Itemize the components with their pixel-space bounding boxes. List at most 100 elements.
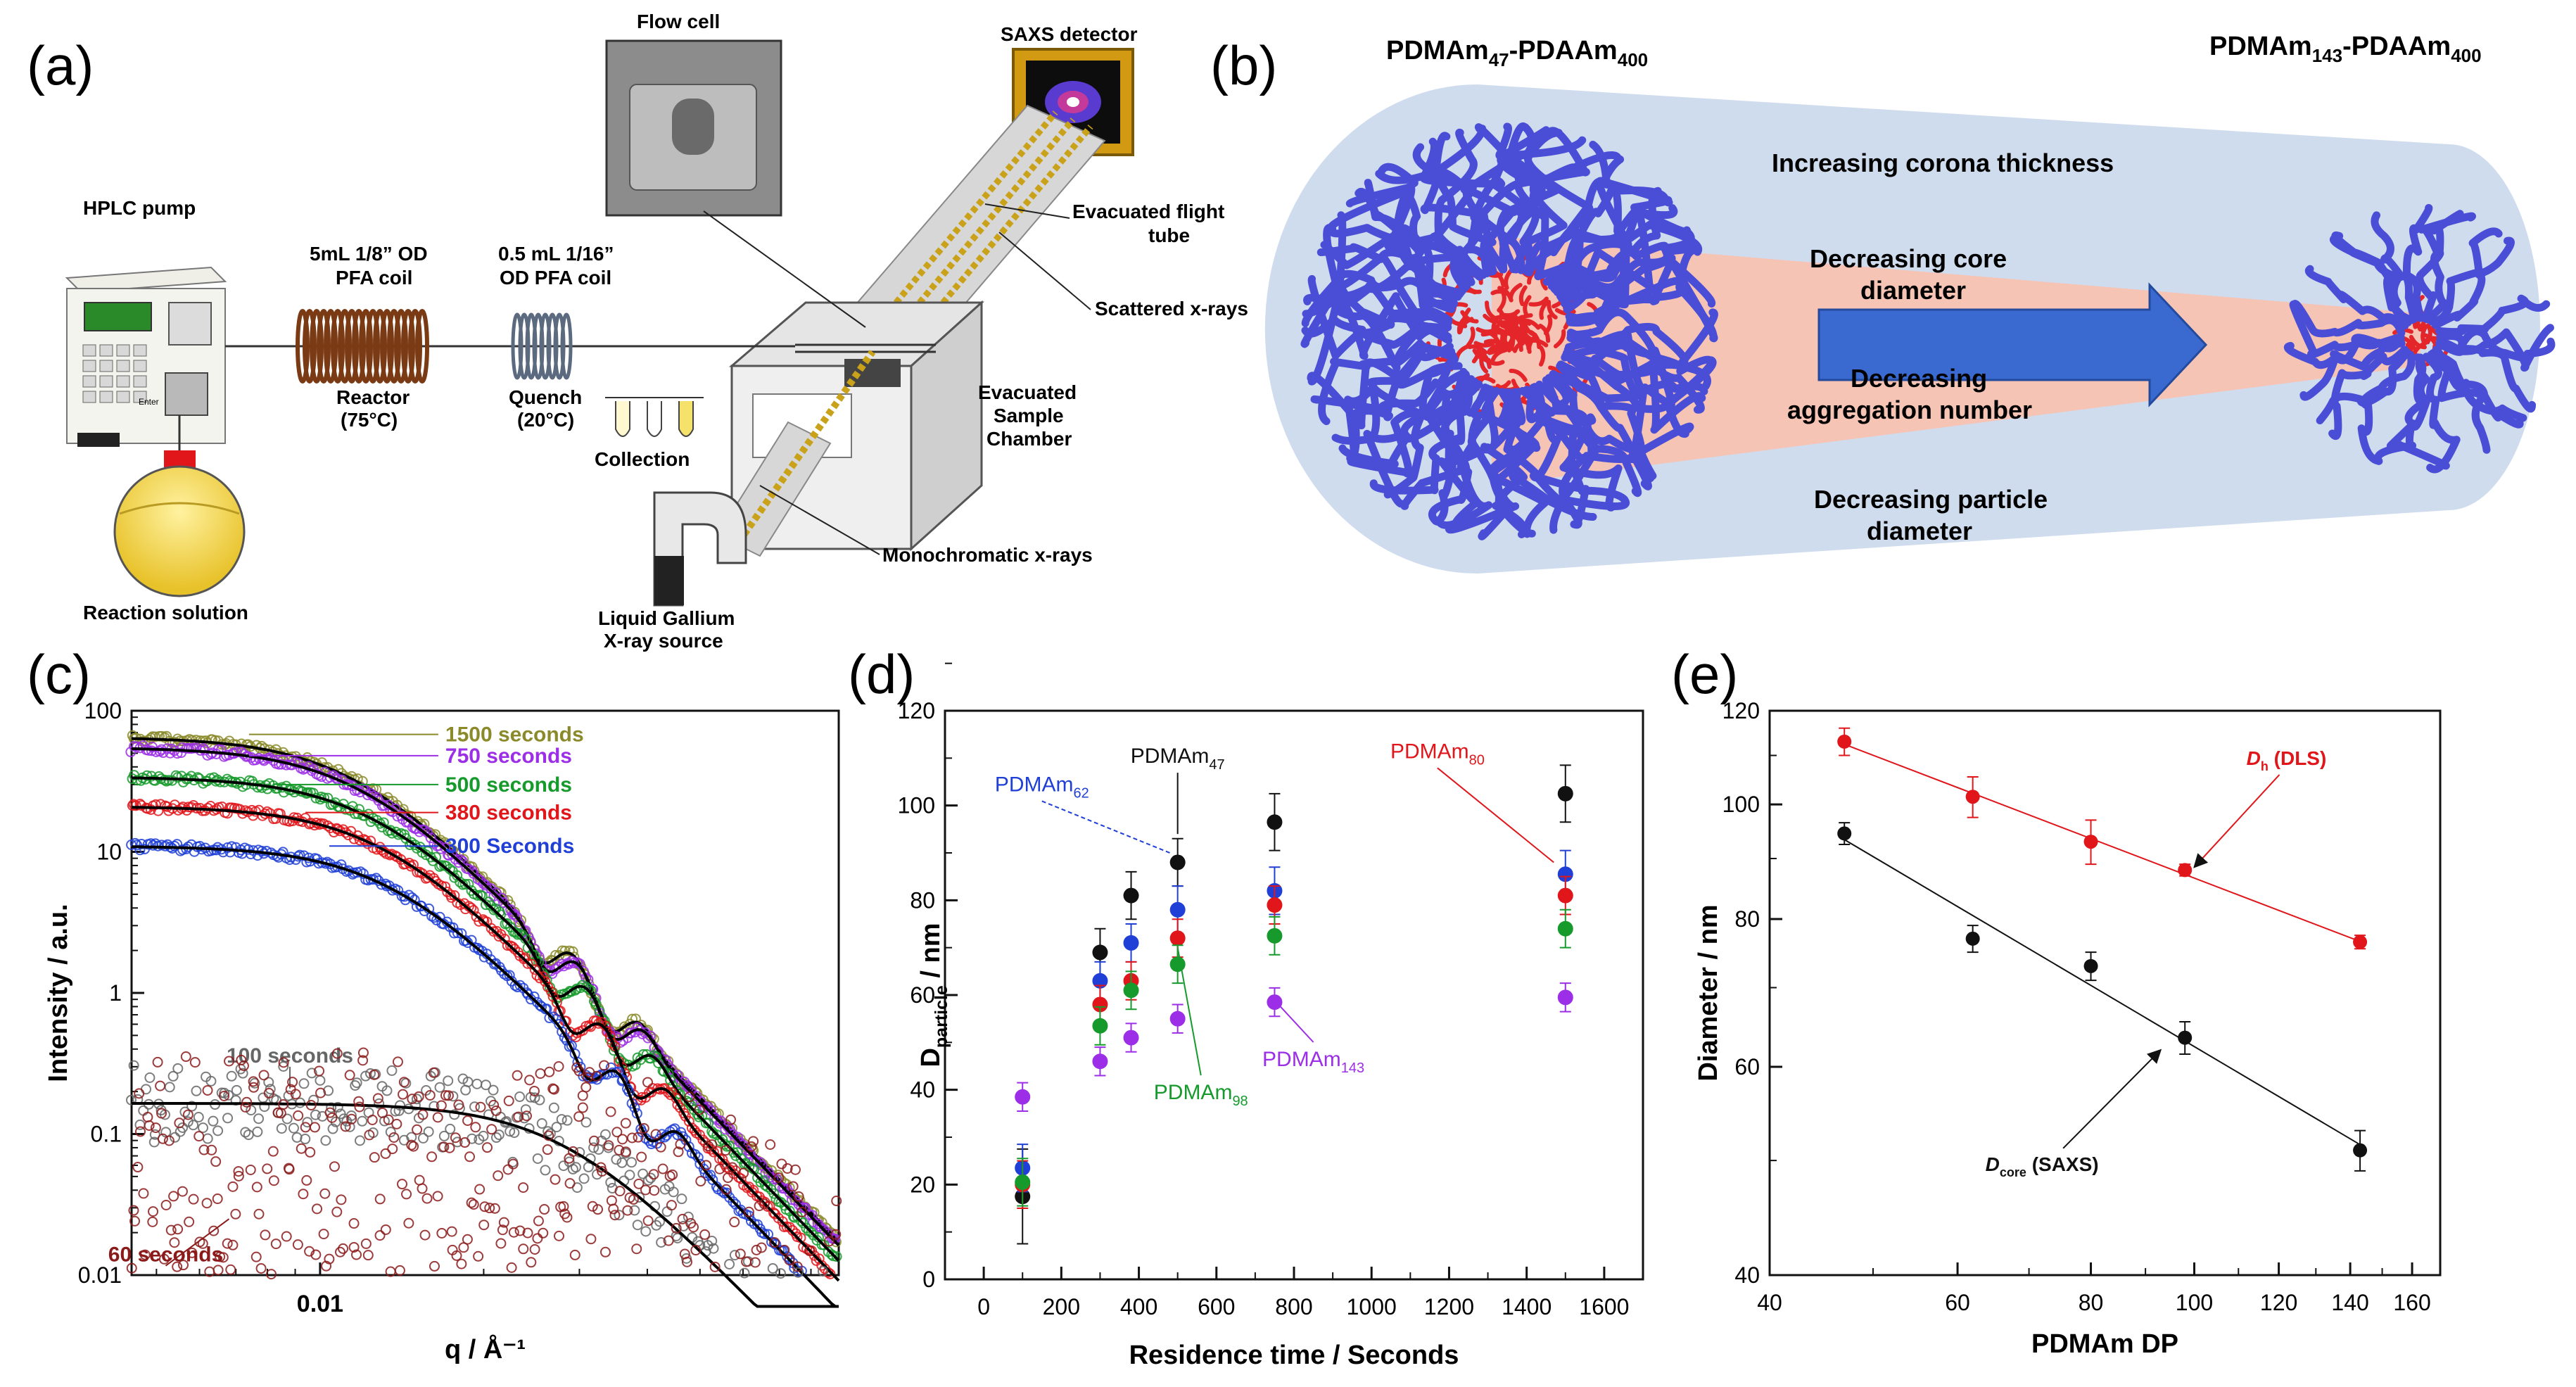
corona-chain xyxy=(2386,353,2450,470)
data-point xyxy=(374,1098,385,1109)
data-point xyxy=(262,783,273,794)
data-point xyxy=(1557,989,1573,1006)
scattered-pointer xyxy=(998,232,1091,310)
data-point xyxy=(152,1056,163,1068)
data-point xyxy=(140,1084,151,1095)
reaction-solution-label: Reaction solution xyxy=(83,602,248,623)
y-tick-label: 120 xyxy=(898,698,935,723)
data-point xyxy=(748,1184,759,1196)
data-point xyxy=(2178,863,2193,878)
data-point xyxy=(697,1134,709,1146)
data-point xyxy=(172,1063,184,1074)
data-point xyxy=(2353,1143,2368,1158)
data-point xyxy=(460,935,471,946)
data-point xyxy=(146,745,157,756)
data-point xyxy=(406,1139,417,1151)
data-point xyxy=(743,1206,754,1217)
reactor-coil-turn xyxy=(324,309,338,384)
data-point xyxy=(186,1101,198,1112)
data-point xyxy=(481,882,493,894)
data-point xyxy=(417,1183,428,1194)
core-chain xyxy=(1538,324,1551,343)
data-point xyxy=(314,1065,325,1077)
reactor-coil-turn xyxy=(331,309,345,384)
data-point xyxy=(309,1122,320,1133)
flow-cell-pointer xyxy=(703,210,866,328)
series-annotation: Dcore (SAXS) xyxy=(1986,1153,2099,1179)
data-point xyxy=(315,1087,326,1098)
scattered-xray-beam-2 xyxy=(887,118,1076,340)
series-label: 300 Seconds xyxy=(445,835,574,858)
data-point xyxy=(666,1200,677,1211)
data-point xyxy=(600,1129,611,1140)
data-point xyxy=(656,1237,667,1248)
data-point xyxy=(561,1115,573,1126)
data-point xyxy=(694,1104,705,1115)
data-point xyxy=(156,1108,167,1119)
data-point xyxy=(139,1249,151,1260)
corona-chain xyxy=(1501,136,1587,274)
data-point xyxy=(380,1224,391,1235)
keypad-key xyxy=(116,375,130,388)
corona-chain xyxy=(1433,377,1479,526)
x-tick-label: 140 xyxy=(2331,1290,2368,1315)
core-chain xyxy=(1472,348,1491,362)
y-axis-label: Dparticle / nm xyxy=(916,923,951,1067)
corona-chain xyxy=(1523,386,1590,528)
y-tick-label: 120 xyxy=(1722,698,1760,723)
data-point xyxy=(611,1154,622,1165)
data-point xyxy=(193,1131,205,1142)
saxs-detector-label: SAXS detector xyxy=(1001,23,1138,45)
data-point xyxy=(497,1224,508,1236)
data-point xyxy=(547,991,559,1002)
data-point xyxy=(699,1229,711,1240)
data-point xyxy=(823,1236,835,1247)
data-point xyxy=(1267,927,1283,944)
corona-chain xyxy=(2371,211,2418,323)
core-chain xyxy=(1511,332,1523,353)
data-point xyxy=(411,1094,422,1105)
data-point xyxy=(324,1253,335,1265)
data-point xyxy=(486,923,497,934)
data-point xyxy=(779,1244,790,1255)
data-point xyxy=(508,1227,519,1238)
data-point xyxy=(186,1247,198,1258)
y-tick-label: 0 xyxy=(922,1267,935,1292)
fit-line xyxy=(1844,839,2361,1146)
data-point xyxy=(412,1124,423,1135)
data-point xyxy=(597,1165,608,1177)
data-point xyxy=(683,1211,694,1222)
data-point xyxy=(348,1241,360,1253)
data-point xyxy=(671,1222,682,1234)
data-point xyxy=(278,1057,289,1068)
data-point xyxy=(241,1096,253,1108)
data-point xyxy=(298,1078,310,1089)
y-tick-label: 100 xyxy=(84,698,122,723)
data-point xyxy=(514,1091,526,1103)
data-point xyxy=(611,1127,623,1138)
core-chain xyxy=(1509,283,1523,301)
data-point xyxy=(193,1112,204,1123)
data-point xyxy=(197,1122,208,1134)
data-point xyxy=(354,1101,365,1113)
data-point xyxy=(212,1193,223,1205)
core-chain xyxy=(1490,348,1508,363)
data-point xyxy=(559,945,571,956)
corona-chain xyxy=(2328,346,2409,441)
collection-label: Collection xyxy=(595,448,690,470)
series-100-seconds xyxy=(126,1060,839,1308)
corona-chain xyxy=(1318,342,1454,426)
reactor-coil-turn xyxy=(310,309,324,384)
data-point xyxy=(591,1070,602,1082)
data-point xyxy=(759,1228,770,1239)
data-point xyxy=(444,1142,455,1153)
data-point xyxy=(434,1082,445,1093)
data-point xyxy=(578,965,589,977)
y-tick-label: 100 xyxy=(1722,792,1760,817)
data-point xyxy=(177,844,189,855)
y-tick-label: 60 xyxy=(1734,1054,1760,1079)
data-point xyxy=(354,1135,365,1146)
flight-tube-label-2: tube xyxy=(1148,224,1190,246)
data-point xyxy=(729,1217,740,1228)
keypad-key xyxy=(99,360,113,372)
